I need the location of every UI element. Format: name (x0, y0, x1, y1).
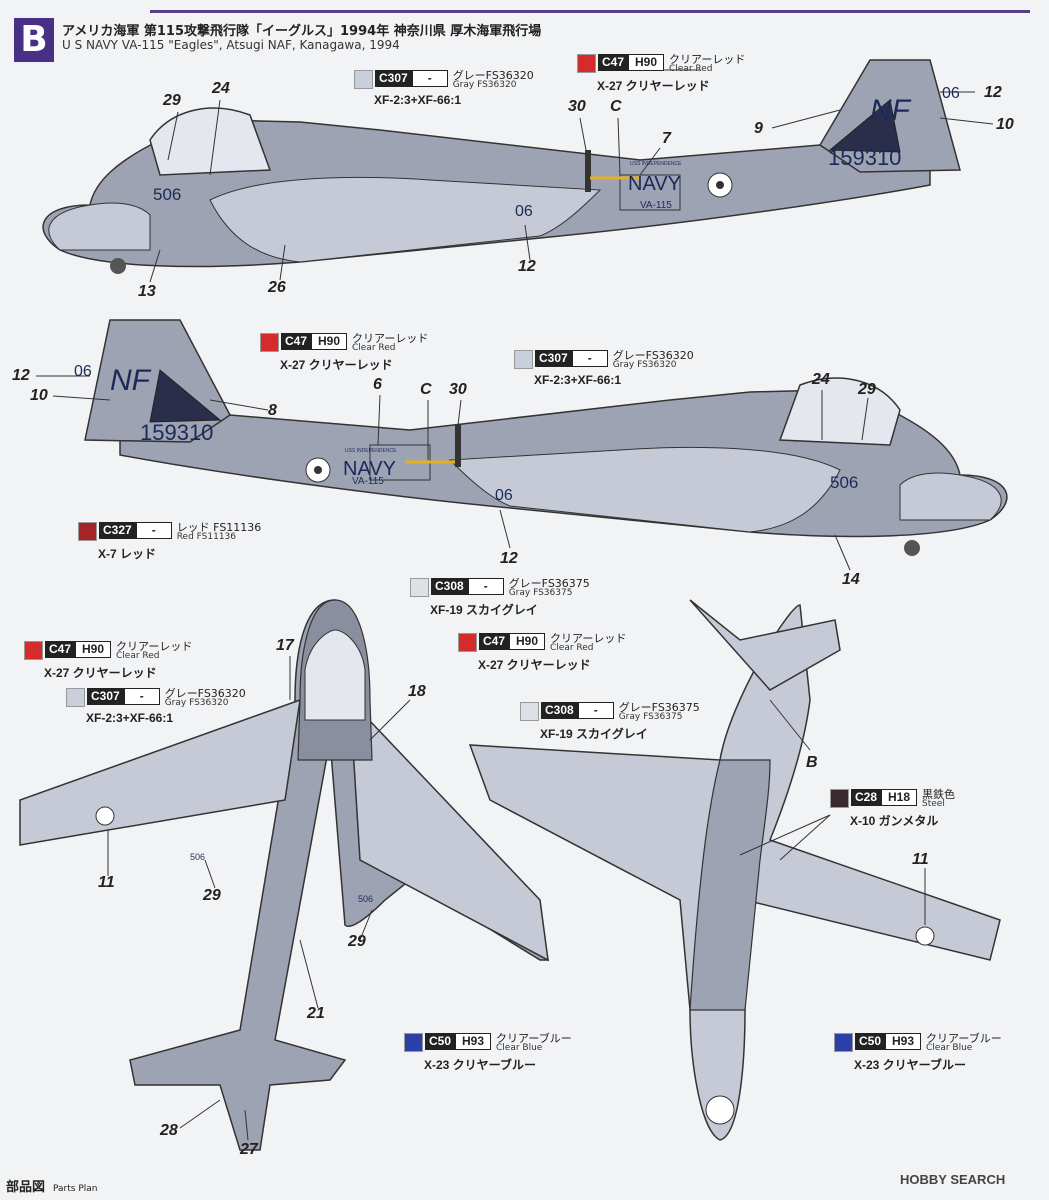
swatch-clear-red (260, 333, 279, 352)
part-number: 9 (754, 120, 763, 137)
swatch-clear-red (24, 641, 43, 660)
marking-tailcode-2: NF (110, 364, 152, 397)
swatch-gray-36375 (410, 578, 429, 597)
top-view (19, 599, 549, 1151)
swatch-clear-red (577, 54, 596, 73)
part-number: 24 (212, 80, 230, 97)
marking-navy-1: NAVY (628, 173, 681, 195)
part-number: 11 (98, 874, 115, 891)
marking-modex-fuselage-1: 06 (515, 203, 533, 220)
marking-tailcode-1: NF (870, 94, 912, 127)
part-number: 10 (30, 387, 48, 404)
marking-modex-fuselage-2: 06 (495, 487, 513, 504)
aircraft-markings: NAVY VA-115 159310 NF 06 506 06 USS INDE… (74, 85, 960, 904)
swatch-clear-blue (404, 1033, 423, 1052)
part-number: 12 (984, 84, 1002, 101)
part-number: 10 (996, 116, 1014, 133)
swatch-gray-36320 (66, 688, 85, 707)
marking-ship-2: USS INDEPENDENCE (345, 448, 397, 454)
leader-lines (36, 91, 994, 1141)
part-number: B (806, 754, 818, 771)
header-rule (150, 10, 1030, 13)
part-number: 17 (276, 637, 294, 654)
part-number: 12 (500, 550, 518, 567)
swatch-clear-blue (834, 1033, 853, 1052)
marking-ship-1: USS INDEPENDENCE (630, 161, 682, 167)
marking-navy-2: NAVY (343, 458, 396, 480)
part-number: 12 (12, 367, 30, 384)
marking-wing-modex-2: 506 (358, 894, 373, 904)
title-english: U S NAVY VA-115 "Eagles", Atsugi NAF, Ka… (62, 38, 400, 52)
part-number: 30 (449, 381, 467, 398)
marking-wing-modex-1: 506 (190, 852, 205, 862)
part-number: 8 (268, 402, 277, 419)
marking-squadron-2: VA-115 (352, 476, 384, 487)
part-number: 14 (842, 571, 860, 588)
part-number: 13 (138, 283, 156, 300)
part-number: 30 (568, 98, 586, 115)
section-badge: B (14, 18, 54, 62)
side-view-right (84, 319, 1008, 556)
swatch-red-11136 (78, 522, 97, 541)
swatch-gray-36320 (514, 350, 533, 369)
part-number: 29 (203, 887, 221, 904)
marking-modex-1: 506 (153, 185, 181, 204)
part-number: 28 (160, 1122, 178, 1139)
part-number: C (420, 381, 432, 398)
part-number: 18 (408, 683, 426, 700)
part-number: 6 (373, 376, 382, 393)
swatch-steel (830, 789, 849, 808)
part-number: 21 (307, 1005, 325, 1022)
marking-tailmodex-2: 06 (74, 363, 92, 380)
bottom-view (468, 599, 1001, 1141)
part-number: 11 (912, 851, 929, 868)
part-number: 29 (348, 933, 366, 950)
swatch-gray-36320 (354, 70, 373, 89)
marking-modex-2: 506 (830, 473, 858, 492)
part-number: 7 (662, 130, 671, 147)
marking-tailmodex-1: 06 (942, 85, 960, 102)
part-number: 29 (163, 92, 181, 109)
marking-serial-1: 159310 (828, 145, 901, 170)
swatch-clear-red (458, 633, 477, 652)
part-number: 27 (240, 1141, 258, 1158)
marking-squadron-1: VA-115 (640, 200, 672, 211)
part-number: C (610, 98, 622, 115)
part-number: 12 (518, 258, 536, 275)
header-rule-end (1018, 10, 1028, 13)
watermark: HOBBY SEARCH (900, 1172, 1006, 1187)
part-number: 24 (812, 371, 830, 388)
marking-serial-2: 159310 (140, 420, 213, 445)
part-number: 29 (858, 381, 876, 398)
title-japanese: アメリカ海軍 第115攻撃飛行隊「イーグルス」1994年 神奈川県 厚木海軍飛行… (62, 24, 542, 39)
part-number: 26 (268, 279, 286, 296)
side-view-left (42, 59, 961, 274)
swatch-gray-36375 (520, 702, 539, 721)
